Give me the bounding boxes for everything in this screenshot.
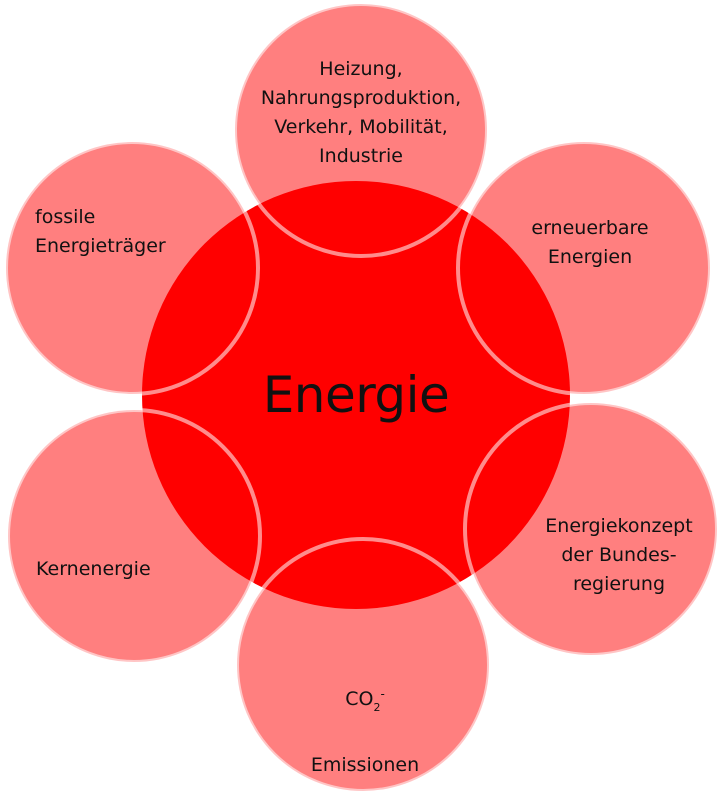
satellite-label-top: Heizung, Nahrungsproduktion, Verkehr, Mo…	[260, 58, 462, 167]
satellite-circle-lower-left	[6, 408, 262, 664]
satellite-circle-top	[233, 2, 489, 258]
satellite-label-lower-left: Kernenergie	[36, 558, 151, 580]
satellite-label-bottom: CO2- Emissionen	[290, 651, 440, 780]
satellite-label-lower-right: Energiekonzept der Bundes- regierung	[545, 515, 693, 595]
co2-hyphen: -	[380, 687, 385, 701]
satellite-label-upper-left: fossile Energieträger	[35, 206, 166, 257]
co2-subscript: 2	[373, 701, 381, 714]
satellite-circle-upper-left	[4, 140, 260, 396]
satellite-circle-upper-right	[456, 140, 712, 396]
emissionen-text: Emissionen	[310, 754, 420, 776]
satellite-circle-bottom	[235, 537, 491, 793]
satellite-label-upper-right: erneuerbare Energien	[531, 217, 649, 268]
co2-text: CO	[345, 688, 374, 710]
satellite-circle-lower-right	[463, 401, 719, 657]
center-label: Energie	[262, 366, 450, 424]
